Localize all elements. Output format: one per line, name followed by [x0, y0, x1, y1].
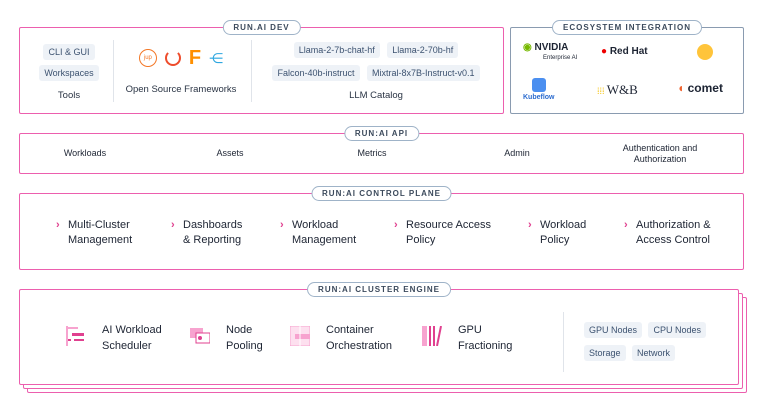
tool-chip[interactable]: CLI & GUI	[43, 44, 95, 60]
chevron-right-icon: ›	[624, 219, 628, 231]
api-workloads: Workloads	[63, 148, 107, 158]
jupyter-icon: jup	[138, 49, 157, 67]
panel-title: ECOSYSTEM INTEGRATION	[552, 20, 702, 35]
redhat-logo: ● Red Hat	[601, 46, 648, 57]
comet-logo: ◖ comet	[677, 81, 723, 95]
chevron-right-icon: ›	[171, 219, 175, 231]
frameworks-label: Open Source Frameworks	[125, 84, 237, 95]
gpu-fraction-icon	[422, 326, 442, 346]
chevron-right-icon: ›	[280, 219, 284, 231]
api-auth: Authentication and Authorization	[622, 143, 698, 164]
api-metrics: Metrics	[357, 148, 387, 158]
llm-chip[interactable]: Mixtral-8x7B-Instruct-v0.1	[366, 65, 480, 81]
run-ai-dev-panel: RUN.AI DEV CLI & GUI Workspaces Tools ju…	[19, 20, 504, 114]
control-item: ›Authorization &Access Control	[624, 219, 711, 246]
tool-chip[interactable]: Workspaces	[39, 65, 99, 81]
kubeflow-pipelines-icon: ⋲	[209, 49, 224, 66]
chevron-right-icon: ›	[56, 219, 60, 231]
panel-title: RUN:AI API	[343, 126, 420, 141]
resource-chip[interactable]: GPU Nodes	[584, 322, 643, 338]
chevron-right-icon: ›	[394, 219, 398, 231]
wandb-logo: ⁞⁞⁞ W&B	[597, 82, 638, 97]
container-icon	[290, 326, 310, 346]
kubeflow-logo: Kubeflow	[523, 78, 555, 101]
resource-chip[interactable]: Network	[631, 345, 675, 361]
run-ai-api-panel: RUN:AI API Workloads Assets Metrics Admi…	[19, 126, 744, 174]
chevron-right-icon: ›	[528, 219, 532, 231]
llm-chip[interactable]: Llama-2-70b-hf	[387, 42, 459, 58]
api-admin: Admin	[504, 148, 530, 158]
llm-chip[interactable]: Llama-2-7b-chat-hf	[293, 42, 380, 58]
pytorch-icon	[164, 50, 181, 66]
panel-title: RUN:AI CLUSTER ENGINE	[307, 282, 451, 297]
resource-chip[interactable]: Storage	[584, 345, 626, 361]
llm-catalog-label: LLM Catalog	[349, 90, 403, 101]
resource-chip[interactable]: CPU Nodes	[648, 322, 707, 338]
api-assets: Assets	[216, 148, 244, 158]
control-item: ›Dashboards& Reporting	[171, 219, 243, 246]
panel-title: RUN:AI CONTROL PLANE	[311, 186, 452, 201]
tensorflow-icon: F	[188, 46, 202, 69]
tools-label: Tools	[57, 90, 81, 101]
node-pooling-icon	[190, 328, 210, 344]
llm-chip[interactable]: Falcon-40b-instruct	[272, 65, 360, 81]
huggingface-logo	[697, 44, 713, 60]
scheduler-icon	[66, 326, 84, 346]
panel-title: RUN.AI DEV	[222, 20, 301, 35]
